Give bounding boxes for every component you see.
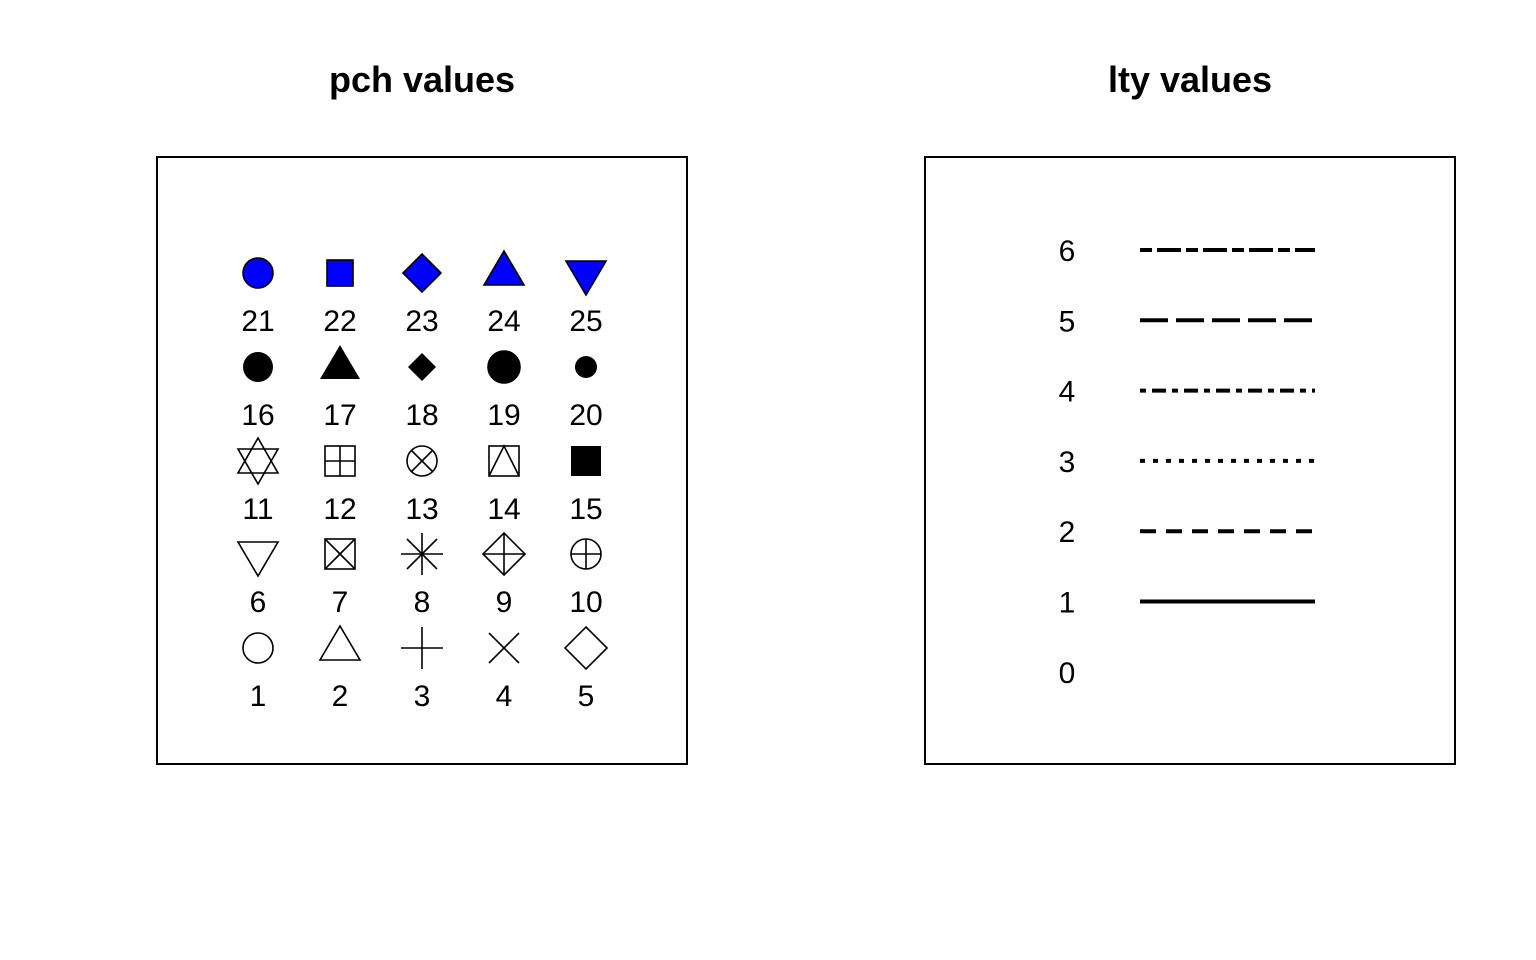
lty-label-5: 5 <box>1059 305 1076 338</box>
pch-label-13: 13 <box>405 493 438 526</box>
pch-symbol-2 <box>318 624 362 661</box>
pch-label-1: 1 <box>250 680 267 713</box>
lty-marks: 6 5 4 3 2 1 0 <box>1059 235 1315 690</box>
pch-label-4: 4 <box>496 680 513 713</box>
pch-symbol-1 <box>242 632 274 664</box>
pch-label-23: 23 <box>405 305 438 338</box>
pch-symbol-12 <box>324 445 356 477</box>
pch-label-9: 9 <box>496 586 513 619</box>
pch-symbol-3 <box>401 627 443 669</box>
pch-symbol-23 <box>401 252 443 294</box>
lty-plot-box <box>924 156 1456 765</box>
lty-label-0: 0 <box>1059 657 1076 690</box>
lty-panel: lty values 6 5 4 3 2 1 0 <box>924 59 1456 765</box>
pch-symbol-11 <box>236 436 280 486</box>
pch-symbol-21 <box>242 257 274 289</box>
pch-symbol-17 <box>320 345 360 379</box>
pch-label-15: 15 <box>569 493 602 526</box>
pch-label-3: 3 <box>414 680 431 713</box>
pch-symbol-5 <box>563 625 609 671</box>
pch-label-17: 17 <box>323 399 356 432</box>
pch-label-11: 11 <box>242 493 273 526</box>
pch-label-25: 25 <box>569 305 602 338</box>
pch-symbol-7 <box>324 538 356 570</box>
lty-label-1: 1 <box>1059 587 1076 620</box>
pch-label-12: 12 <box>323 493 356 526</box>
pch-label-6: 6 <box>250 586 267 619</box>
pch-symbol-25 <box>564 260 608 297</box>
pch-symbol-4 <box>488 632 520 664</box>
pch-label-5: 5 <box>578 680 595 713</box>
pch-label-14: 14 <box>487 493 520 526</box>
pch-symbol-22 <box>326 259 354 287</box>
lty-label-6: 6 <box>1059 235 1076 268</box>
pch-label-10: 10 <box>569 586 602 619</box>
pch-symbol-20 <box>575 356 597 378</box>
pch-symbol-16 <box>243 352 273 382</box>
pch-symbol-14 <box>488 444 520 477</box>
pch-symbol-13 <box>406 445 438 477</box>
pch-label-7: 7 <box>332 586 349 619</box>
pch-symbol-6 <box>236 541 280 578</box>
pch-label-22: 22 <box>323 305 356 338</box>
pch-label-16: 16 <box>241 399 274 432</box>
pch-label-18: 18 <box>405 399 438 432</box>
pch-symbol-15 <box>571 446 601 476</box>
pch-label-24: 24 <box>487 305 520 338</box>
lty-label-4: 4 <box>1059 376 1076 409</box>
pch-label-20: 20 <box>569 399 602 432</box>
lty-label-3: 3 <box>1059 446 1076 479</box>
pch-label-8: 8 <box>414 586 431 619</box>
pch-label-21: 21 <box>241 305 274 338</box>
pch-label-19: 19 <box>487 399 520 432</box>
pch-symbol-24 <box>482 249 526 286</box>
pch-title: pch values <box>329 59 515 100</box>
pch-symbol-18 <box>408 353 436 381</box>
lty-title: lty values <box>1108 59 1272 100</box>
pch-plot-box <box>156 156 688 765</box>
pch-symbol-8 <box>401 533 443 575</box>
pch-label-2: 2 <box>332 680 349 713</box>
pch-symbol-10 <box>570 538 602 570</box>
pch-symbol-19 <box>487 350 521 384</box>
pch-symbol-9 <box>481 531 527 577</box>
lty-label-2: 2 <box>1059 516 1076 549</box>
